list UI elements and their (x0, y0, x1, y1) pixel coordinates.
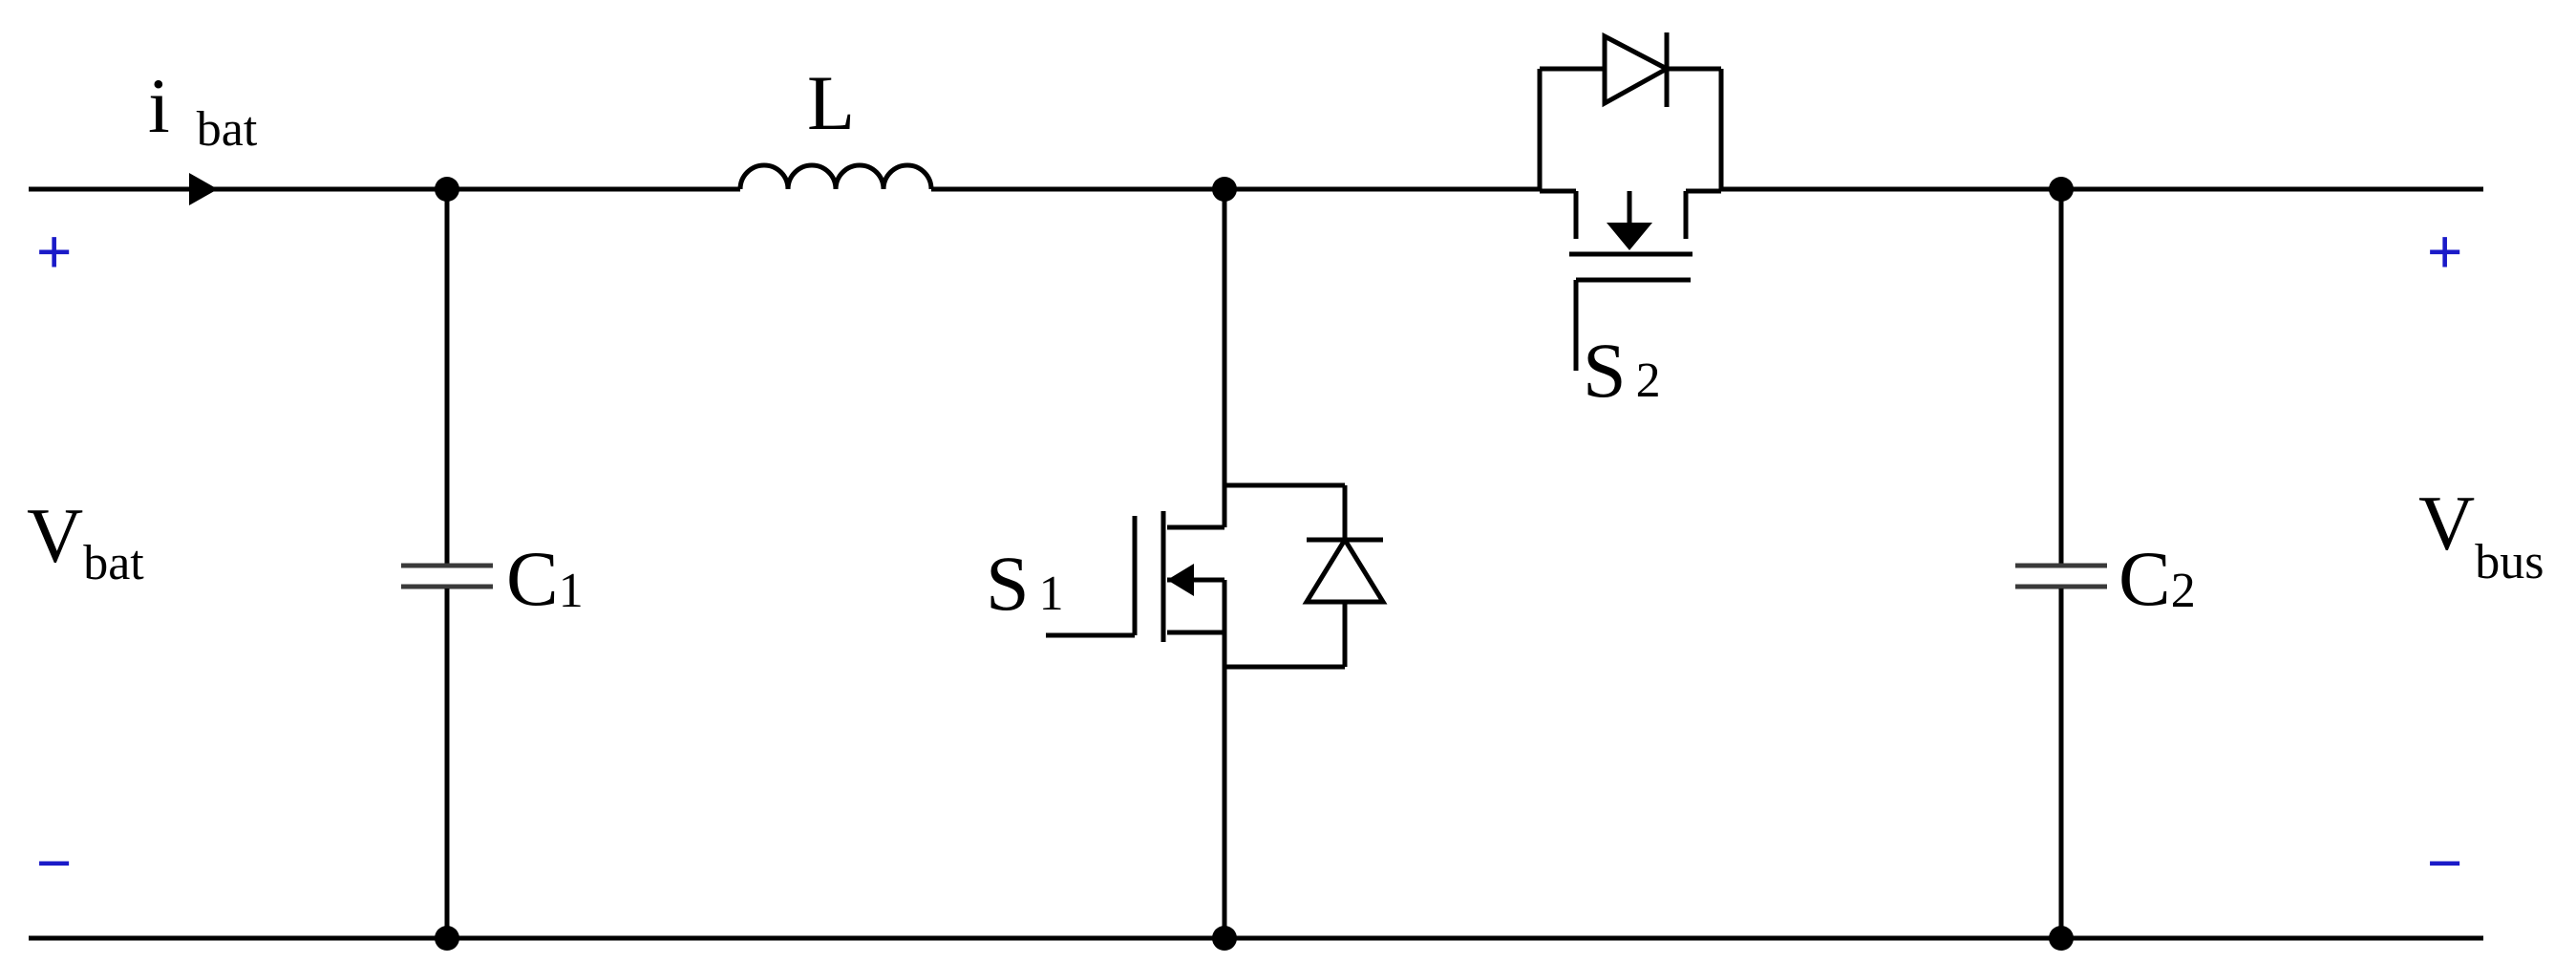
c1-label: C1 (506, 535, 584, 622)
current-arrow (189, 173, 218, 205)
junction-dot (1212, 177, 1237, 202)
input-plus-sign: + (36, 217, 72, 286)
junction-dot (1212, 926, 1237, 951)
switch-s1 (1046, 189, 1388, 938)
c2-label: C2 (2118, 535, 2196, 622)
v-bat-label: Vbat (27, 492, 144, 590)
junction-dot (2049, 177, 2074, 202)
inductor-label: L (807, 59, 855, 146)
junction-dot (435, 177, 459, 202)
output-minus-sign: − (2427, 828, 2462, 897)
inductor-coil (737, 162, 934, 190)
input-minus-sign: − (36, 828, 72, 897)
junction-dot (435, 926, 459, 951)
v-bus-label: Vbus (2418, 480, 2544, 589)
junction-dot (2049, 926, 2074, 951)
output-plus-sign: + (2427, 217, 2462, 286)
switch-s2 (1537, 32, 1724, 371)
